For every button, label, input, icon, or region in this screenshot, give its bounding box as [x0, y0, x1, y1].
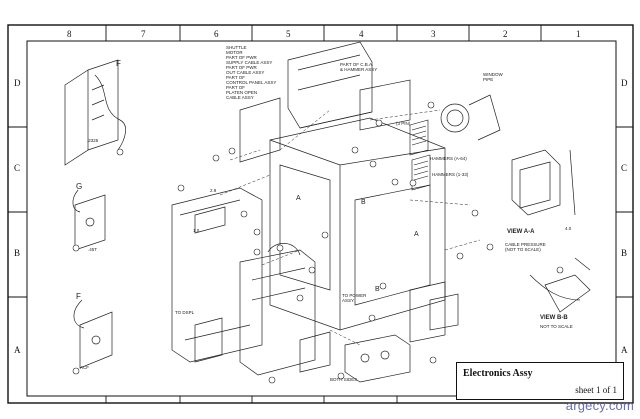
zone-row-a-right: A — [621, 345, 628, 355]
view-a-scale: CABLE PRESSURE (NOT TO SCALE) — [505, 242, 546, 252]
hammer-b-label: HAMMERS (1-33) — [432, 172, 469, 177]
zone-row-b-right: B — [621, 248, 628, 258]
hammer-a-label: HAMMERS (A-64) — [430, 156, 467, 161]
view-b-label: VIEW B-B — [540, 315, 568, 321]
drawing-title: Electronics Assy — [463, 368, 533, 379]
zone-col-1: 1 — [576, 29, 581, 39]
zone-col-3: 3 — [431, 29, 436, 39]
callout-balloons — [72, 101, 564, 384]
dimension-a: 2.9 — [210, 188, 217, 193]
front-panel — [239, 249, 316, 376]
zone-ticks — [8, 25, 633, 403]
outer-border — [7, 24, 634, 404]
zone-row-b-left: B — [14, 248, 21, 258]
dimension-c: 4.0 — [565, 226, 572, 231]
zone-col-7: 7 — [141, 29, 146, 39]
zone-col-4: 4 — [359, 29, 364, 39]
shuttle-motor-bracket — [239, 97, 281, 163]
plate-detail-c — [74, 194, 106, 251]
to-dspl-label: TO DSPL — [175, 310, 195, 315]
ref-45t: .45T — [88, 247, 98, 252]
window-motor — [440, 103, 470, 133]
both-sides-label: BOTH SIDES — [330, 377, 358, 382]
line-work — [64, 41, 591, 383]
ref-acf: ACF — [80, 365, 89, 370]
zone-row-d-right: D — [621, 78, 628, 88]
plate-detail-a — [79, 311, 113, 369]
detail-letter-f-top: F — [116, 59, 121, 68]
zone-row-c-right: C — [621, 163, 628, 173]
zone-col-5: 5 — [286, 29, 291, 39]
view-b-detail — [544, 274, 591, 313]
to-power-label: TO POWER ASSY — [342, 293, 367, 303]
section-letter-b2: B — [375, 286, 380, 293]
left-side-panel — [171, 187, 263, 363]
zone-col-6: 6 — [214, 29, 219, 39]
zone-row-a-left: A — [14, 345, 21, 355]
zone-row-d-left: D — [14, 78, 21, 88]
section-letter-a1: A — [296, 195, 301, 202]
zone-row-c-left: C — [14, 163, 21, 173]
cable-note: PART OF C.B.A. & HAMMER ASSY — [340, 62, 378, 72]
title-block: Electronics Assy sheet 1 of 1 — [456, 362, 624, 400]
bracket-detail-d — [64, 69, 89, 166]
view-b-scale: NOT TO SCALE — [540, 324, 573, 329]
dimension-b: 1.0 — [193, 228, 200, 233]
watermark-logo: argecy.com — [565, 398, 634, 413]
zone-col-8: 8 — [67, 29, 72, 39]
zone-col-2: 2 — [503, 29, 508, 39]
lower-electronics — [344, 334, 411, 383]
shuttle-note: SHUTTLE MOTOR PART OF PWR SUPPLY CABLE A… — [226, 45, 277, 100]
window-motor-label: WINDOW PIPE — [483, 72, 503, 82]
section-letter-a2: A — [414, 231, 419, 238]
sheet-number: sheet 1 of 1 — [575, 385, 617, 395]
section-letter-b1: B — [361, 199, 366, 206]
detail-letter-f-bottom: F — [76, 292, 81, 301]
pin-label: (3 PIN) — [396, 121, 411, 126]
view-a-label: VIEW A-A — [507, 229, 535, 235]
inner-border — [26, 40, 617, 397]
ref-2325: .2325 — [87, 138, 99, 143]
detail-letter-g: G — [76, 182, 83, 191]
view-a-detail — [511, 149, 561, 216]
